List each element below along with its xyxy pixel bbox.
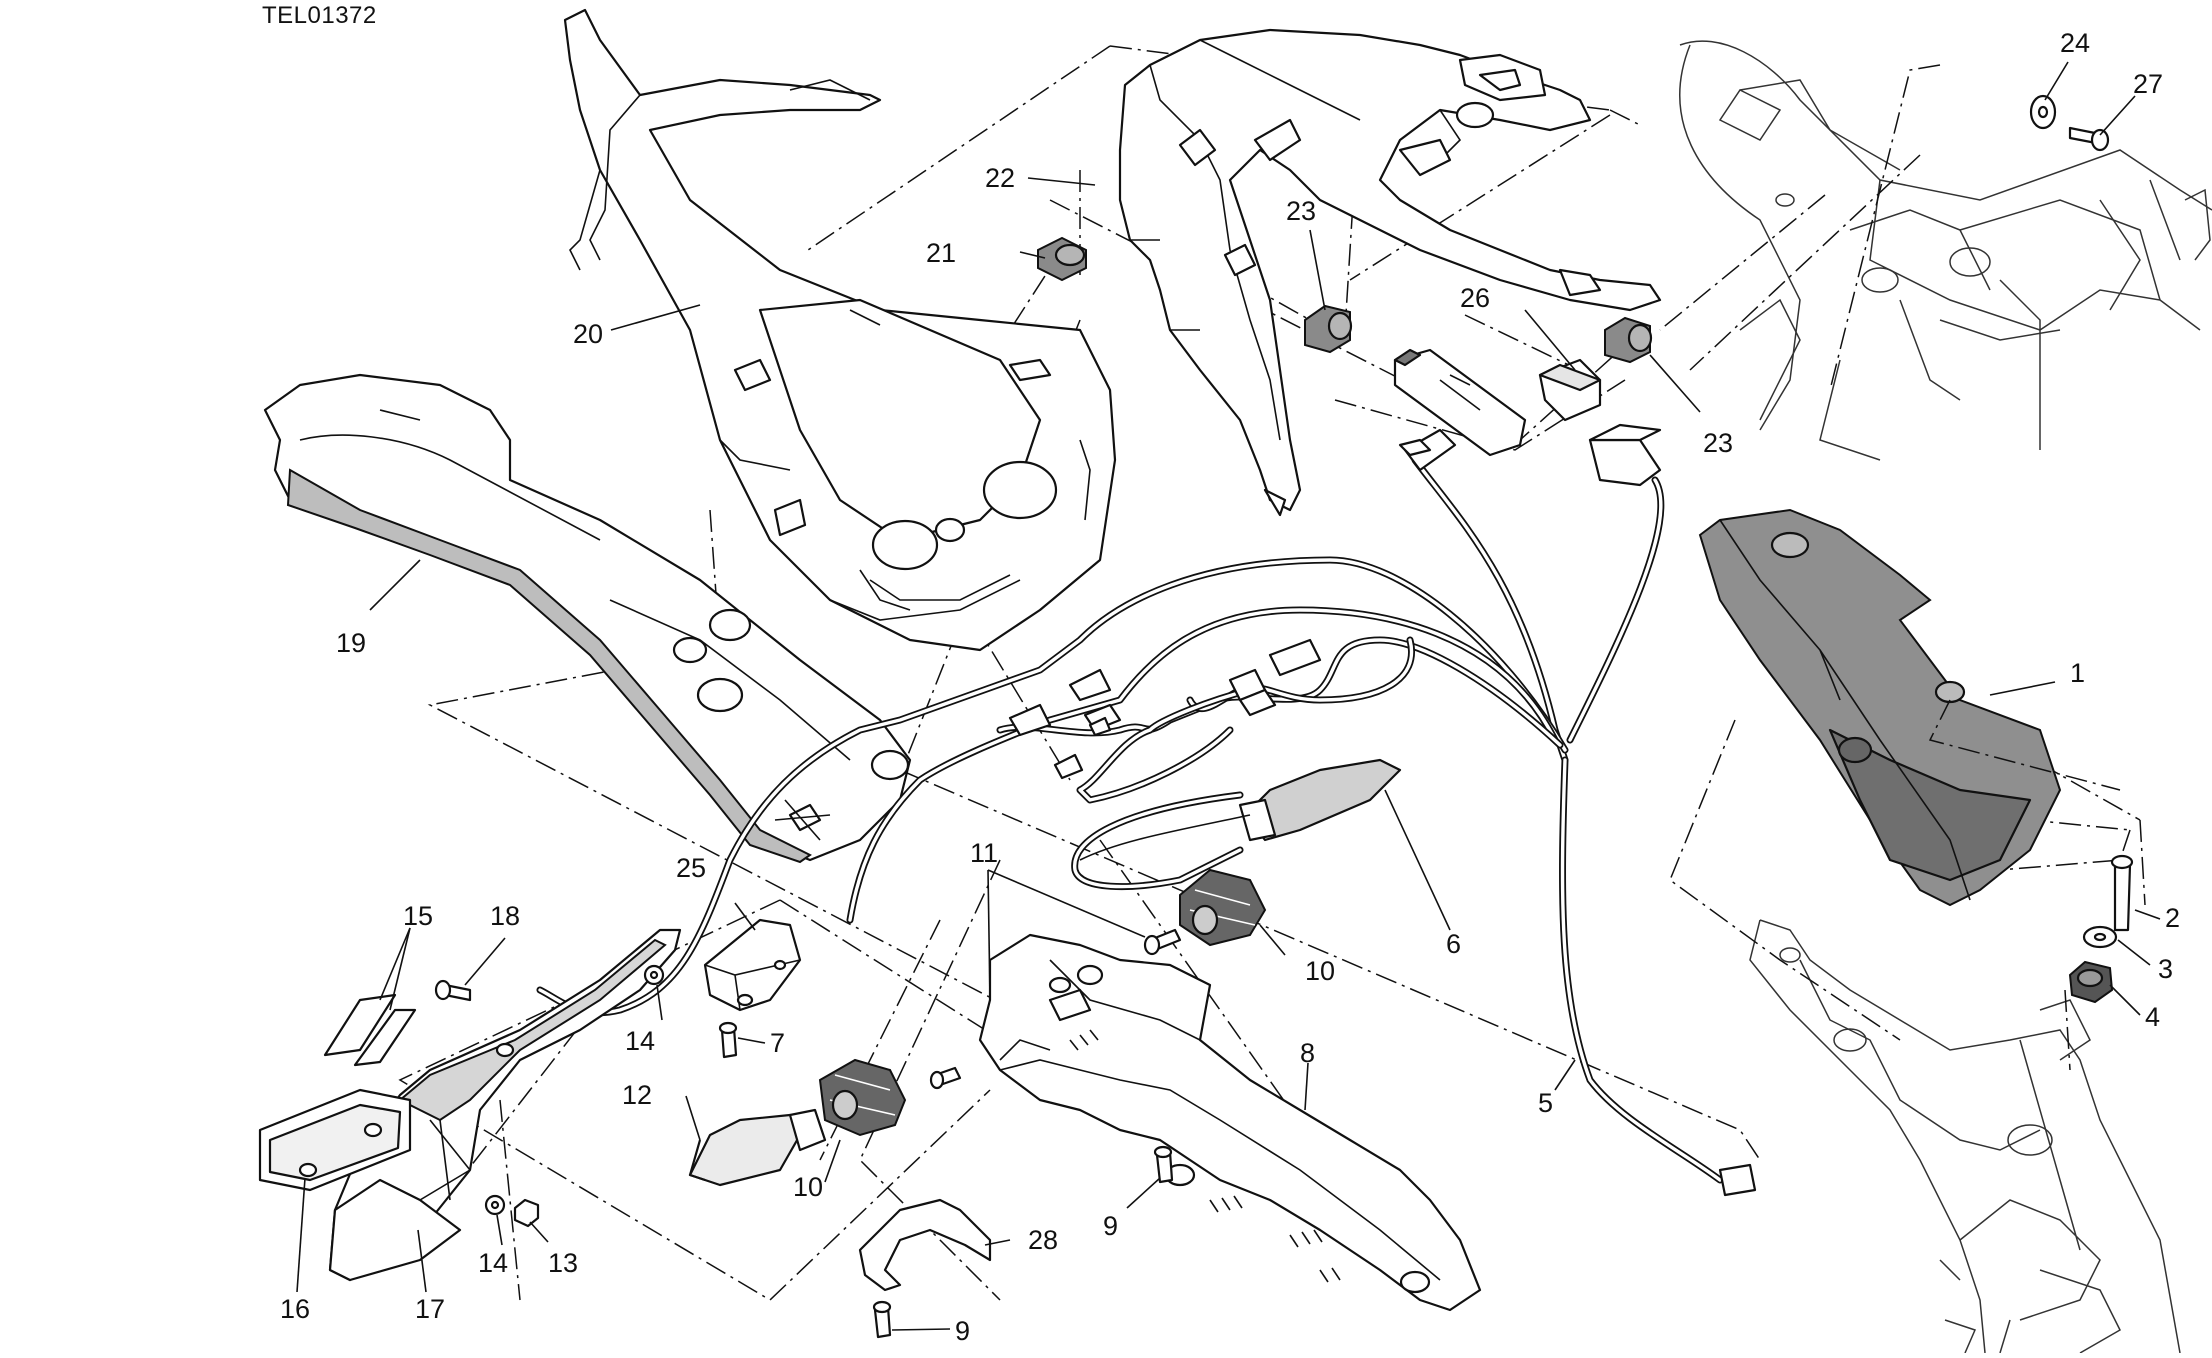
callout-9-right: 9: [1103, 1211, 1118, 1241]
part-27-screw: [2068, 126, 2110, 152]
callout-5: 5: [1538, 1088, 1553, 1118]
callout-16: 16: [280, 1294, 310, 1324]
part-9-screw-bottom: [872, 1300, 892, 1339]
callout-22: 22: [985, 163, 1015, 193]
part-23-grommet-right: [1604, 316, 1653, 364]
part-17-plate-bracket: [328, 928, 682, 1282]
callout-6: 6: [1446, 929, 1461, 959]
leader-lines: [296, 61, 2161, 1331]
callout-25: 25: [676, 853, 706, 883]
part-15-reflectors: [323, 993, 417, 1067]
part-22-tail-housing: [1118, 28, 1662, 517]
callout-4: 4: [2145, 1002, 2160, 1032]
part-7-screw: [718, 1021, 738, 1059]
callout-26: 26: [1460, 283, 1490, 313]
part-11-screw-lower: [929, 1066, 962, 1090]
callout-13: 13: [548, 1248, 578, 1278]
part-12-turn-signal: [688, 1108, 827, 1187]
part-9-screw-right: [1153, 1145, 1174, 1184]
rear-frame-ghost-top: [1679, 40, 2212, 461]
part-16-plate-light: [258, 1088, 412, 1192]
part-13-nut: [513, 1198, 540, 1228]
callout-11: 11: [970, 838, 998, 868]
callout-10-lower: 10: [793, 1172, 823, 1202]
part-21-grommet: [1037, 236, 1087, 282]
callout-18: 18: [490, 901, 520, 931]
callout-3: 3: [2158, 954, 2173, 984]
callout-14-top: 14: [625, 1026, 655, 1056]
drawing-code: TEL01372: [262, 2, 377, 29]
part-6-turn-signal: [1079, 758, 1402, 861]
callout-21: 21: [926, 238, 956, 268]
part-18-screw: [434, 979, 472, 1002]
callout-12: 12: [622, 1080, 652, 1110]
part-28-bracket: [858, 1198, 992, 1292]
callout-1: 1: [2070, 658, 2085, 688]
part-11-screw-upper: [1143, 928, 1182, 956]
part-23-grommet-left: [1304, 304, 1353, 354]
part-2-screw: [2110, 854, 2134, 932]
part-14-washer-top: [643, 964, 665, 986]
part-26-relay: [1393, 348, 1602, 457]
part-10-mount-upper: [1179, 868, 1267, 947]
callout-19: 19: [336, 628, 366, 658]
part-25-light-housing: [703, 918, 802, 1012]
callout-7: 7: [770, 1028, 785, 1058]
callout-9-bottom: 9: [955, 1316, 970, 1346]
callout-24: 24: [2060, 28, 2090, 58]
rear-frame-ghost-bottom: [1749, 919, 2181, 1354]
callout-17: 17: [415, 1294, 445, 1324]
callout-15: 15: [403, 901, 433, 931]
part-19-frame-plate: [263, 373, 912, 864]
callout-20: 20: [573, 319, 603, 349]
part-1-tray: [1698, 508, 2121, 907]
callout-2: 2: [2165, 903, 2180, 933]
callout-labels: 1 2 3 4 5 6 7 8 9 9 10 10 11 12 13 14 14…: [280, 28, 2180, 1346]
callout-27: 27: [2133, 69, 2163, 99]
callout-23-left: 23: [1286, 196, 1316, 226]
part-14-washer-bottom: [484, 1194, 506, 1216]
part-3-washer: [2082, 925, 2118, 949]
callout-23-right: 23: [1703, 428, 1733, 458]
part-8-plate-holder: [978, 933, 1482, 1312]
part-20-cover: [563, 8, 1117, 652]
part-4-grommet: [2068, 960, 2114, 1004]
callout-8: 8: [1300, 1038, 1315, 1068]
callout-10-upper: 10: [1305, 956, 1335, 986]
part-10-mount-lower: [818, 1058, 907, 1137]
callout-28: 28: [1028, 1225, 1058, 1255]
callout-14-bottom: 14: [478, 1248, 508, 1278]
part-24-washer: [2029, 94, 2057, 130]
part-5-wiring-harness: [536, 423, 1757, 1197]
